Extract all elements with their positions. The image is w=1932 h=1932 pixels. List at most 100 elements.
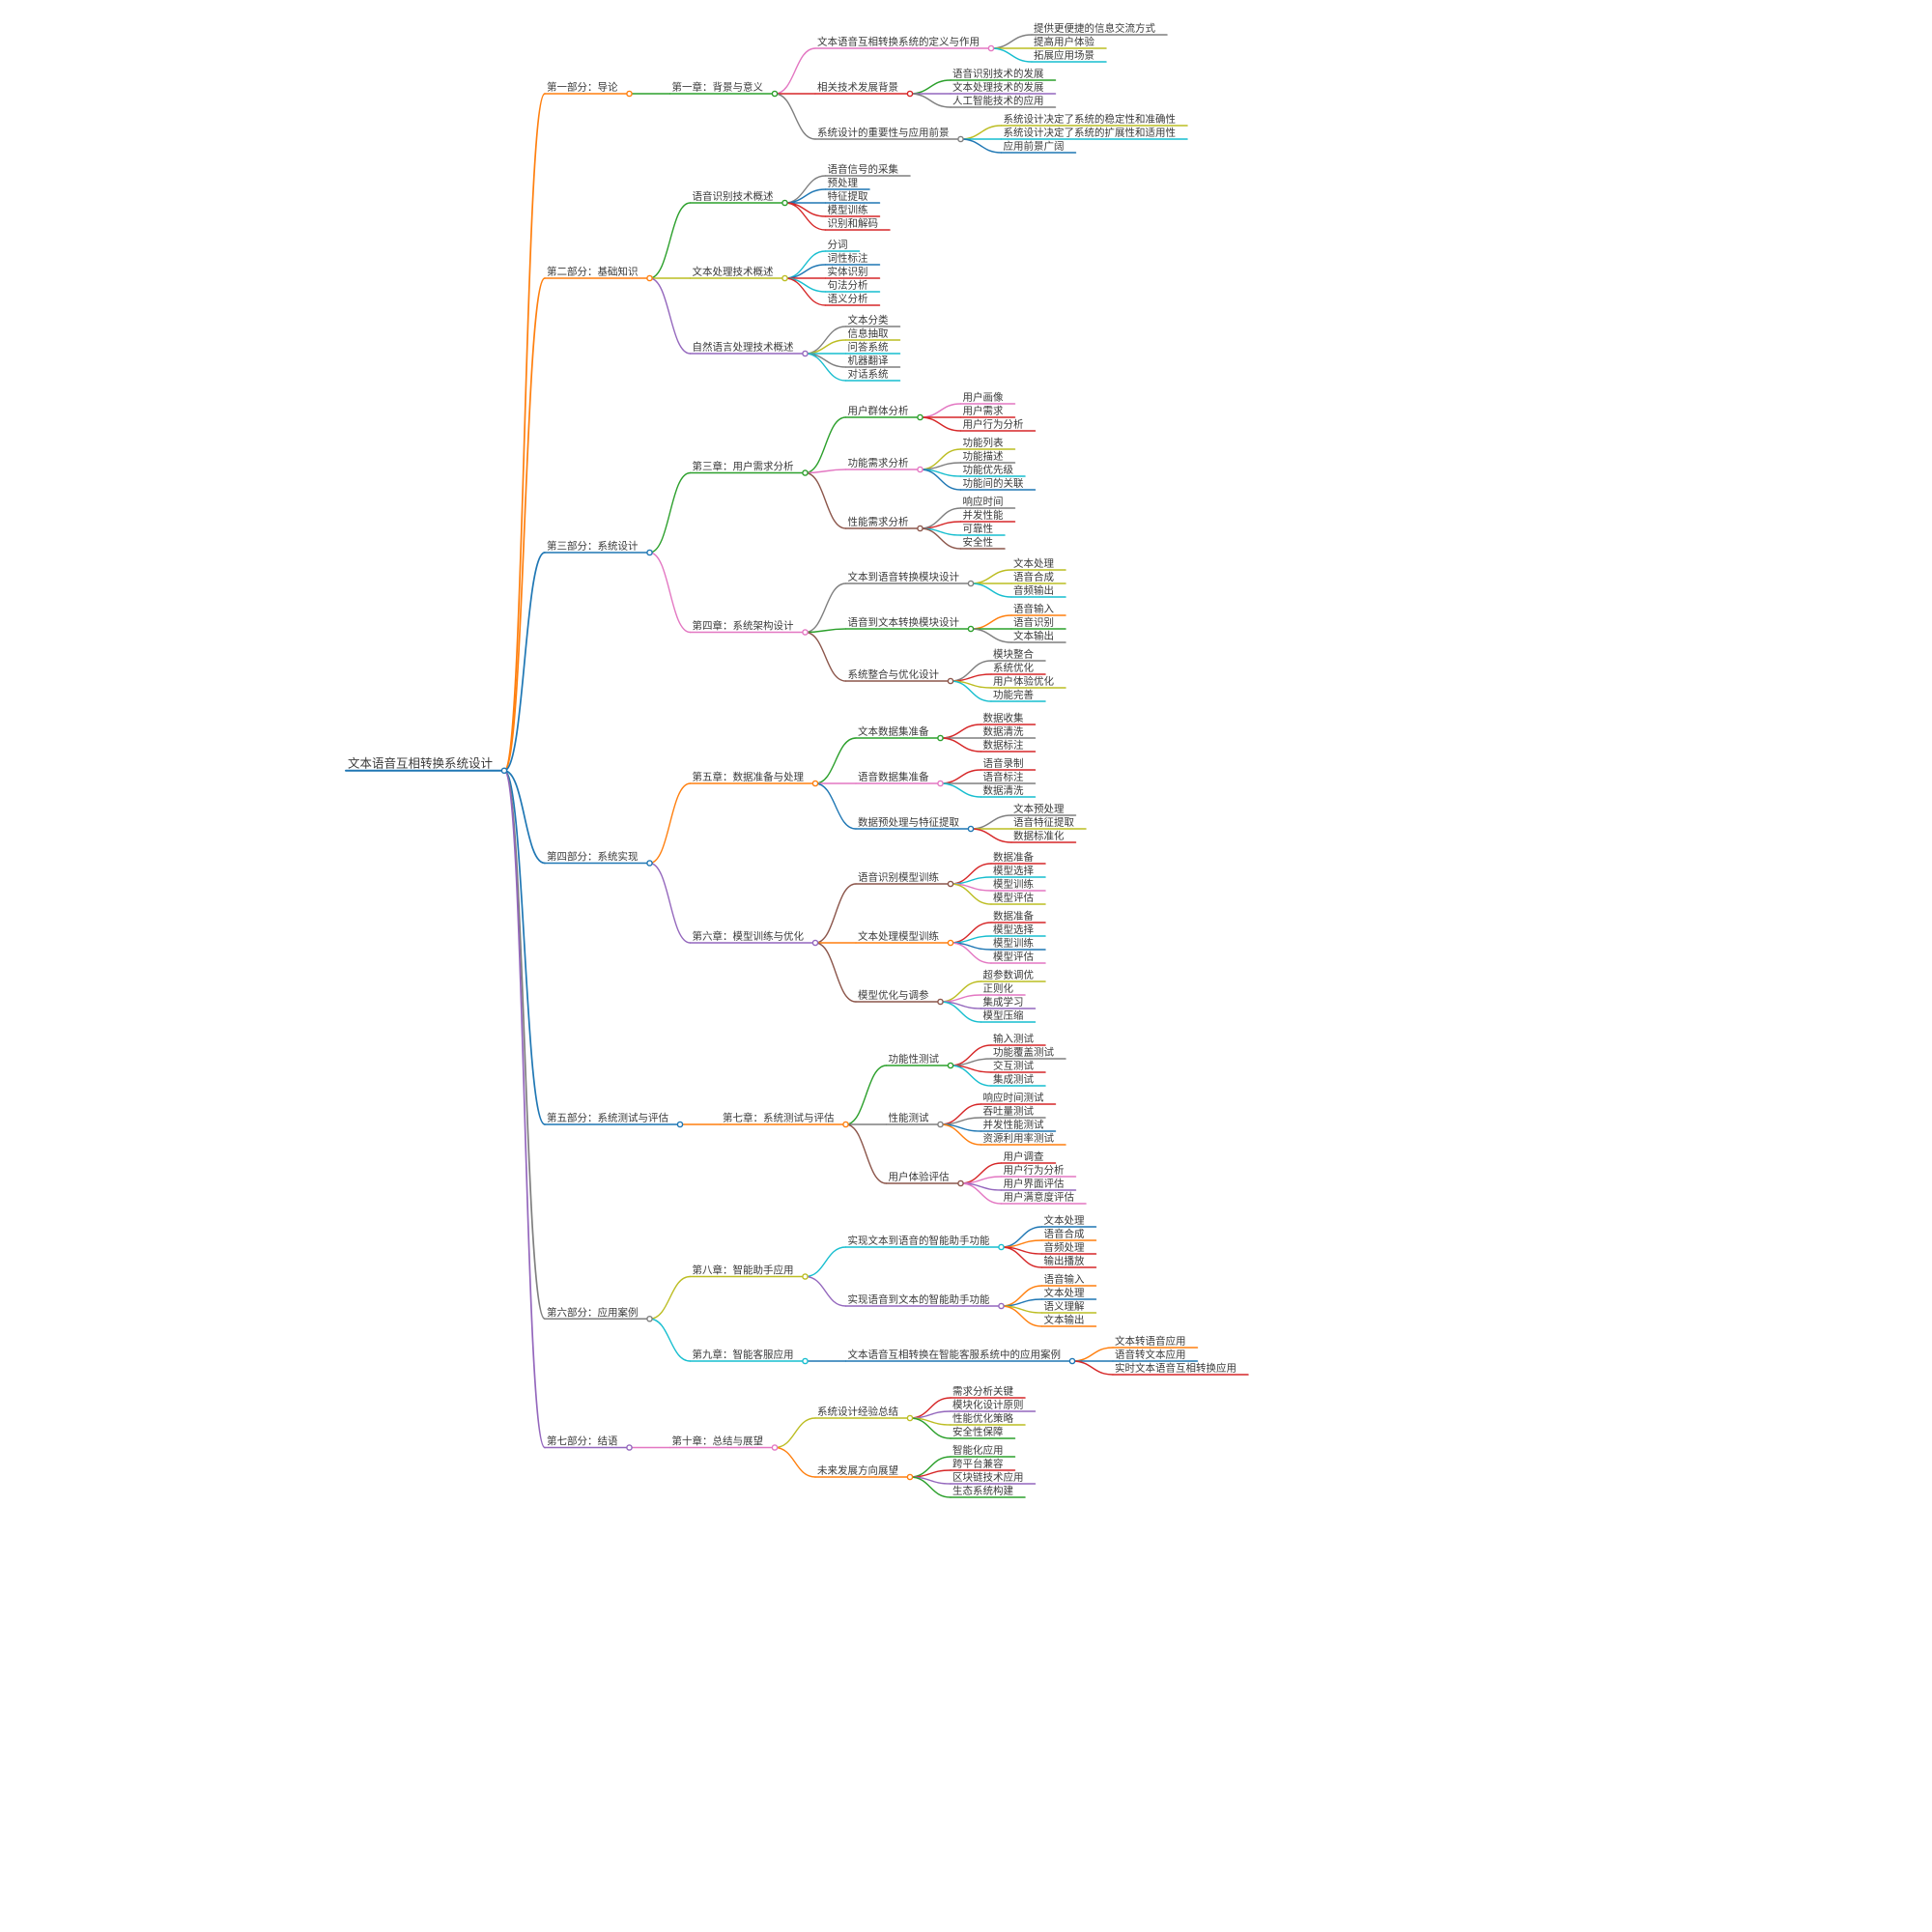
mindmap-node: 应用前景广阔 xyxy=(1000,140,1077,154)
collapse-toggle[interactable] xyxy=(811,780,819,787)
node-label: 模型选择 xyxy=(993,865,1034,877)
mindmap-node: 功能性测试 xyxy=(885,1053,954,1069)
mindmap-node: 并发性能 xyxy=(959,509,1016,523)
collapse-toggle[interactable] xyxy=(626,90,633,98)
node-label: 拓展应用场景 xyxy=(1034,49,1094,62)
node-label: 第四章：系统架构设计 xyxy=(693,619,794,632)
collapse-toggle[interactable] xyxy=(998,1302,1005,1310)
branch-link xyxy=(804,471,847,529)
mindmap-node: 语音信号的采集 xyxy=(824,163,911,177)
mindmap-node: 音频输出 xyxy=(1010,584,1066,598)
collapse-toggle[interactable] xyxy=(937,1121,944,1128)
collapse-toggle[interactable] xyxy=(998,1243,1005,1251)
collapse-toggle[interactable] xyxy=(802,469,809,476)
mindmap-node: 功能优先级 xyxy=(959,464,1026,477)
collapse-toggle[interactable] xyxy=(646,549,653,556)
branch-link xyxy=(950,680,992,702)
node-label: 性能测试 xyxy=(889,1112,929,1124)
collapse-toggle[interactable] xyxy=(957,1179,964,1187)
node-label: 语音合成 xyxy=(1044,1228,1085,1240)
node-label: 第三部分：系统设计 xyxy=(547,540,639,553)
branch-link xyxy=(774,1417,816,1449)
collapse-toggle[interactable] xyxy=(842,1121,849,1128)
collapse-toggle[interactable] xyxy=(967,825,975,833)
mindmap-node: 数据准备 xyxy=(990,851,1046,865)
collapse-toggle[interactable] xyxy=(646,274,653,282)
node-label: 实时文本语音互相转换应用 xyxy=(1115,1362,1236,1375)
collapse-toggle[interactable] xyxy=(500,767,508,775)
mindmap-node: 用户需求 xyxy=(959,405,1016,418)
branch-link xyxy=(959,1182,1003,1205)
collapse-toggle[interactable] xyxy=(781,274,788,282)
collapse-toggle[interactable] xyxy=(802,1273,809,1280)
collapse-toggle[interactable] xyxy=(771,90,779,98)
node-label: 语音合成 xyxy=(1013,571,1054,583)
mindmap-node: 系统设计经验总结 xyxy=(814,1406,914,1422)
collapse-toggle[interactable] xyxy=(646,860,653,867)
collapse-toggle[interactable] xyxy=(957,135,964,143)
branch-link xyxy=(783,277,827,306)
branch-link xyxy=(909,79,952,95)
node-label: 并发性能测试 xyxy=(983,1119,1044,1131)
mindmap-node: 系统设计决定了系统的稳定性和准确性 xyxy=(1000,113,1188,127)
collapse-toggle[interactable] xyxy=(906,1473,914,1481)
mindmap-node: 响应时间测试 xyxy=(980,1092,1057,1105)
branch-link xyxy=(1071,1347,1114,1362)
mindmap-node: 集成学习 xyxy=(980,996,1037,1009)
mindmap-node: 功能间的关联 xyxy=(959,477,1037,491)
collapse-toggle[interactable] xyxy=(626,1444,633,1451)
collapse-toggle[interactable] xyxy=(917,466,923,473)
branch-link xyxy=(804,353,847,368)
collapse-toggle[interactable] xyxy=(947,939,954,947)
node-label: 第七部分：结语 xyxy=(547,1435,618,1447)
collapse-toggle[interactable] xyxy=(967,580,975,587)
collapse-toggle[interactable] xyxy=(917,525,923,532)
collapse-toggle[interactable] xyxy=(802,1357,809,1365)
node-label: 跨平台兼容 xyxy=(952,1458,1004,1470)
collapse-toggle[interactable] xyxy=(646,1315,653,1322)
collapse-toggle[interactable] xyxy=(781,199,788,207)
collapse-toggle[interactable] xyxy=(937,780,944,787)
collapse-toggle[interactable] xyxy=(811,939,819,947)
mindmap-node: 数据清洗 xyxy=(980,784,1037,798)
collapse-toggle[interactable] xyxy=(802,629,809,636)
mindmap-node: 数据准备 xyxy=(990,910,1046,923)
node-label: 数据标注 xyxy=(983,739,1024,752)
mindmap-node: 机器翻译 xyxy=(844,355,901,368)
node-layer: 文本语音互相转换系统设计第一部分：导论第一章：背景与意义文本语音互相转换系统的定… xyxy=(345,22,1249,1498)
mindmap-node: 用户体验优化 xyxy=(990,675,1066,689)
mindmap-node: 超参数调优 xyxy=(980,969,1046,982)
collapse-toggle[interactable] xyxy=(947,677,954,685)
mindmap-node: 安全性保障 xyxy=(950,1426,1016,1439)
mindmap-node: 模型选择 xyxy=(990,865,1046,878)
mindmap-node: 识别和解码 xyxy=(824,217,891,231)
mindmap-node: 文本处理 xyxy=(1040,1287,1097,1300)
collapse-toggle[interactable] xyxy=(906,90,914,98)
node-label: 语音识别技术概述 xyxy=(693,190,774,203)
collapse-toggle[interactable] xyxy=(937,998,944,1006)
collapse-toggle[interactable] xyxy=(967,625,975,633)
branch-link xyxy=(939,1123,982,1146)
collapse-toggle[interactable] xyxy=(947,880,954,888)
node-label: 功能完善 xyxy=(993,689,1034,701)
collapse-toggle[interactable] xyxy=(802,350,809,357)
collapse-toggle[interactable] xyxy=(906,1414,914,1422)
node-label: 性能需求分析 xyxy=(848,516,909,528)
node-label: 第一部分：导论 xyxy=(547,81,618,94)
collapse-toggle[interactable] xyxy=(947,1062,954,1069)
collapse-toggle[interactable] xyxy=(987,44,995,52)
mindmap-node: 实现语音到文本的智能助手功能 xyxy=(844,1293,1005,1310)
mindmap-node: 跨平台兼容 xyxy=(950,1458,1016,1471)
collapse-toggle[interactable] xyxy=(771,1444,779,1451)
branch-link xyxy=(959,138,1003,154)
collapse-toggle[interactable] xyxy=(917,413,923,421)
collapse-toggle[interactable] xyxy=(1068,1357,1076,1365)
collapse-toggle[interactable] xyxy=(937,734,944,742)
mindmap-node: 模型优化与调参 xyxy=(855,989,944,1006)
collapse-toggle[interactable] xyxy=(676,1121,684,1128)
node-label: 超参数调优 xyxy=(983,969,1035,981)
node-label: 第六章：模型训练与优化 xyxy=(693,930,805,943)
branch-link xyxy=(503,93,546,772)
node-label: 语义理解 xyxy=(1044,1300,1085,1313)
